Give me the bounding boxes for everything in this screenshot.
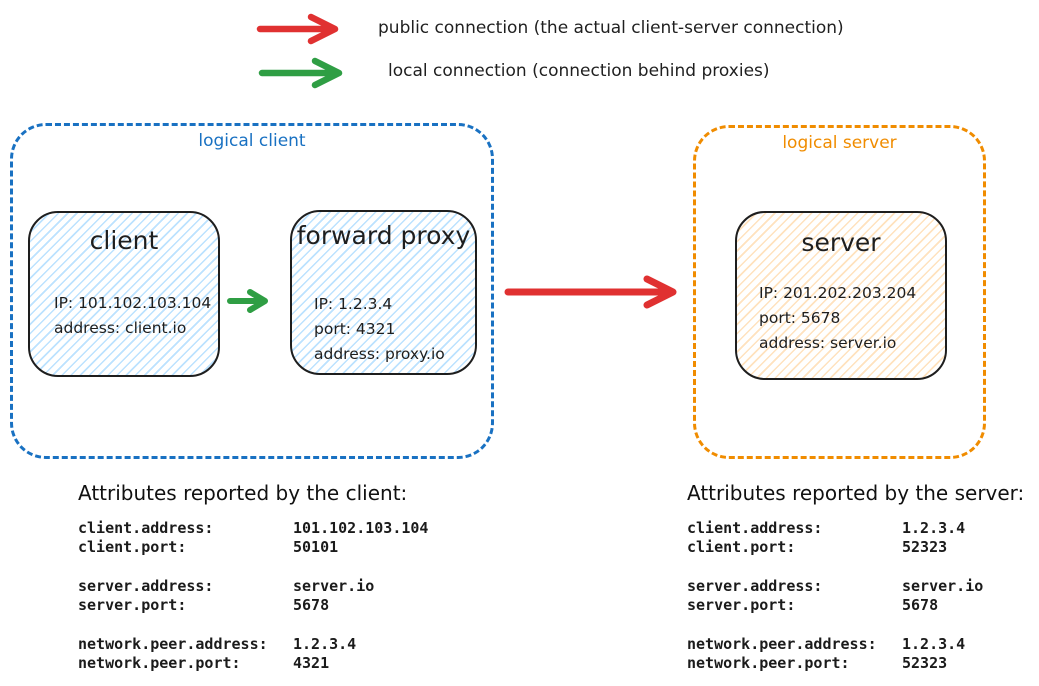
local-connection-legend-label: local connection (connection behind prox… (388, 61, 770, 81)
attr-key: server.address: (78, 577, 214, 595)
attr-row: network.peer.port: 52323 (687, 654, 1024, 673)
attr-group: server.address: server.io server.port: 5… (78, 577, 428, 615)
attr-group: network.peer.address: 1.2.3.4 network.pe… (78, 635, 428, 673)
server-node-details: IP: 201.202.203.204 port: 5678 address: … (759, 281, 916, 356)
client-attributes-block: Attributes reported by the client: clien… (78, 481, 428, 686)
attr-row: server.address: server.io (78, 577, 428, 596)
server-port: port: 5678 (759, 309, 841, 327)
local-connection-arrow-icon (258, 57, 343, 89)
attr-key: client.port: (687, 538, 796, 556)
attr-key: network.peer.address: (78, 635, 268, 653)
attr-key: network.peer.port: (78, 654, 241, 672)
attr-value: 52323 (902, 654, 948, 672)
attr-row: server.address: server.io (687, 577, 1024, 596)
client-node-details: IP: 101.102.103.104 address: client.io (54, 291, 211, 341)
server-node-title: server (801, 228, 881, 257)
attr-key: server.port: (78, 596, 187, 614)
attr-row: server.port: 5678 (78, 596, 428, 615)
forward-proxy-node-details: IP: 1.2.3.4 port: 4321 address: proxy.io (314, 292, 445, 367)
attr-group: client.address: 1.2.3.4 client.port: 523… (687, 519, 1024, 557)
attr-key: network.peer.port: (687, 654, 850, 672)
attr-key: client.port: (78, 538, 187, 556)
attr-row: server.port: 5678 (687, 596, 1024, 615)
attr-row: network.peer.address: 1.2.3.4 (687, 635, 1024, 654)
attr-value: 52323 (902, 538, 948, 556)
attr-value: 4321 (293, 654, 330, 672)
attr-value: server.io (293, 577, 375, 595)
client-address: address: client.io (54, 319, 187, 337)
logical-server-container: logical server server IP: 201.202.203.20… (693, 125, 986, 459)
attr-row: network.peer.port: 4321 (78, 654, 428, 673)
attr-value: 1.2.3.4 (902, 519, 966, 537)
client-attributes-title: Attributes reported by the client: (78, 481, 408, 505)
attr-key: client.address: (78, 519, 214, 537)
server-address: address: server.io (759, 334, 897, 352)
attr-group: client.address: 101.102.103.104 client.p… (78, 519, 428, 557)
server-ip: IP: 201.202.203.204 (759, 284, 917, 302)
local-connection-arrow-icon (227, 289, 268, 313)
attr-group: server.address: server.io server.port: 5… (687, 577, 1024, 615)
client-node-title: client (89, 226, 159, 255)
attr-group: network.peer.address: 1.2.3.4 network.pe… (687, 635, 1024, 673)
attr-value: 1.2.3.4 (902, 635, 966, 653)
attr-row: network.peer.address: 1.2.3.4 (78, 635, 428, 654)
forward-proxy-node-title: forward proxy (296, 221, 471, 250)
attr-value: 50101 (293, 538, 339, 556)
server-node: server IP: 201.202.203.204 port: 5678 ad… (735, 211, 947, 380)
attr-key: client.address: (687, 519, 823, 537)
logical-server-label: logical server (782, 133, 897, 153)
public-connection-legend-label: public connection (the actual client-ser… (378, 18, 844, 38)
public-connection-arrow-icon (256, 13, 339, 45)
attr-value: 1.2.3.4 (293, 635, 357, 653)
attr-key: network.peer.address: (687, 635, 877, 653)
attr-value: server.io (902, 577, 984, 595)
client-ip: IP: 101.102.103.104 (54, 294, 212, 312)
public-connection-arrow-icon (504, 275, 677, 309)
server-attributes-title: Attributes reported by the server: (687, 481, 1025, 505)
attr-row: client.address: 101.102.103.104 (78, 519, 428, 538)
attr-value: 5678 (902, 596, 939, 614)
attr-row: client.port: 52323 (687, 538, 1024, 557)
forward-proxy-node: forward proxy IP: 1.2.3.4 port: 4321 add… (290, 210, 477, 375)
attr-value: 101.102.103.104 (293, 519, 429, 537)
logical-client-container: logical client client IP: 101.102.103.10… (10, 123, 494, 459)
attr-key: server.port: (687, 596, 796, 614)
server-attributes-block: Attributes reported by the server: clien… (687, 481, 1024, 686)
attr-key: server.address: (687, 577, 823, 595)
proxy-address: address: proxy.io (314, 345, 445, 363)
proxy-ip: IP: 1.2.3.4 (314, 295, 393, 313)
proxy-port: port: 4321 (314, 320, 396, 338)
attr-row: client.address: 1.2.3.4 (687, 519, 1024, 538)
attr-value: 5678 (293, 596, 330, 614)
attr-row: client.port: 50101 (78, 538, 428, 557)
client-node: client IP: 101.102.103.104 address: clie… (28, 211, 220, 377)
logical-client-label: logical client (198, 131, 306, 151)
